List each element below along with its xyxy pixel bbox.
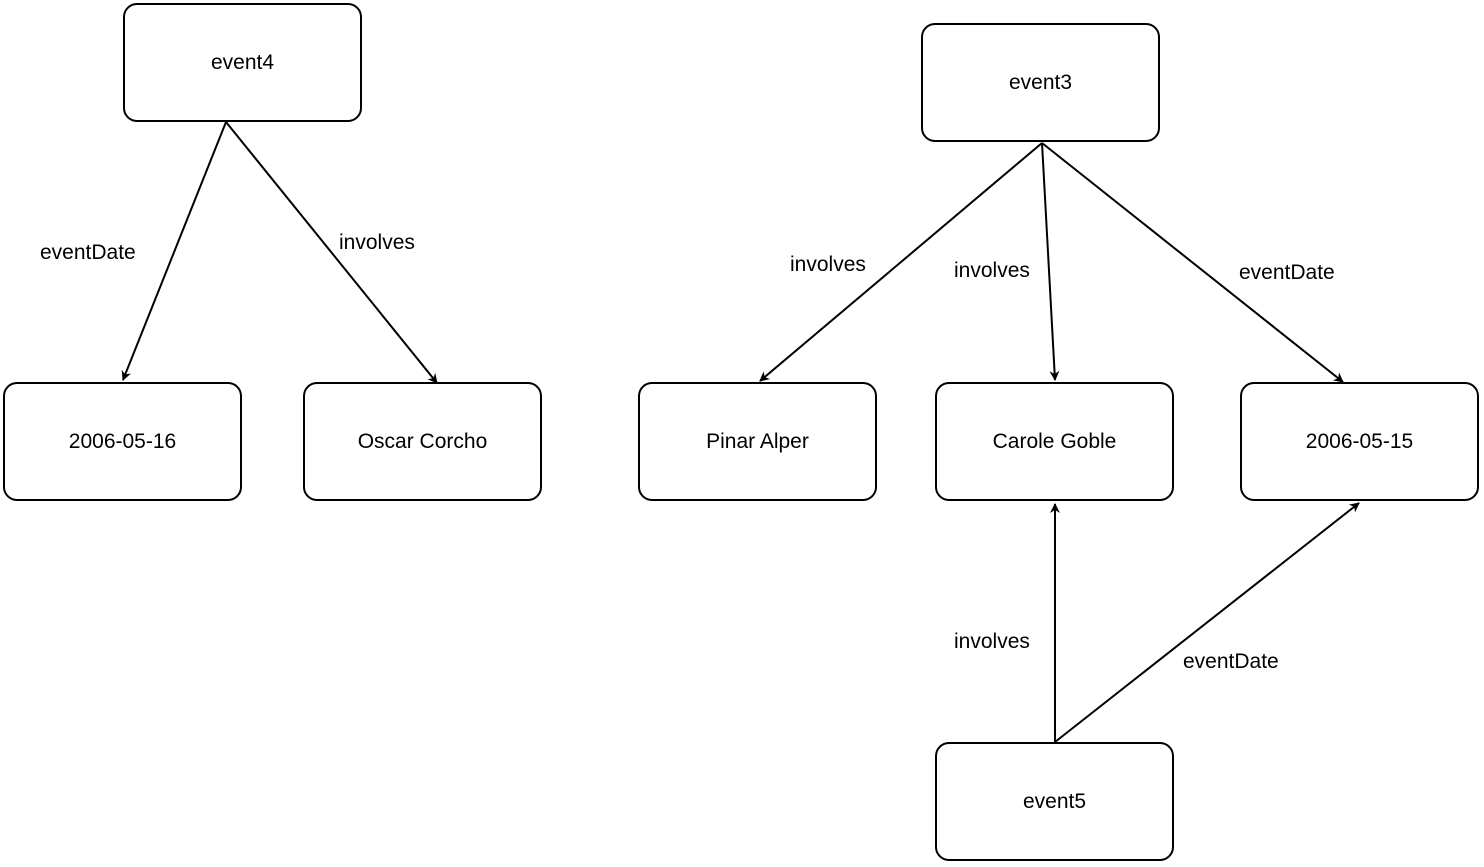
edge-event3-involves-carole [1041,142,1060,381]
edge-label-event3-involves-carole: involves [954,259,1030,282]
edge-label-event5-involves: involves [954,630,1030,653]
node-pinar-alper[interactable]: Pinar Alper [638,382,877,501]
edge-event4-eventdate [121,121,227,381]
node-carole-goble[interactable]: Carole Goble [935,382,1174,501]
node-label: 2006-05-15 [1305,429,1414,453]
edge-event4-involves [225,121,438,384]
edge-event3-eventdate [1041,142,1344,383]
node-label: event5 [1022,789,1087,813]
edge-event5-eventdate [1054,502,1360,743]
node-label: 2006-05-16 [68,429,177,453]
edge-event3-involves-pinar [759,142,1043,382]
node-date-2006-05-15[interactable]: 2006-05-15 [1240,382,1479,501]
edge-label-event4-eventdate: eventDate [40,241,136,264]
node-oscar-corcho[interactable]: Oscar Corcho [303,382,542,501]
node-event3[interactable]: event3 [921,23,1160,142]
node-label: Oscar Corcho [357,429,488,453]
node-label: Carole Goble [992,429,1117,453]
edge-label-event4-involves: involves [339,231,415,254]
node-event4[interactable]: event4 [123,3,362,122]
node-event5[interactable]: event5 [935,742,1174,861]
edge-label-event3-involves-pinar: involves [790,253,866,276]
node-label: Pinar Alper [706,429,809,453]
node-label: event3 [1008,70,1073,94]
edge-label-event5-eventdate: eventDate [1183,650,1279,673]
node-date-2006-05-16[interactable]: 2006-05-16 [3,382,242,501]
node-label: event4 [210,50,275,74]
edge-label-event3-eventdate: eventDate [1239,261,1335,284]
